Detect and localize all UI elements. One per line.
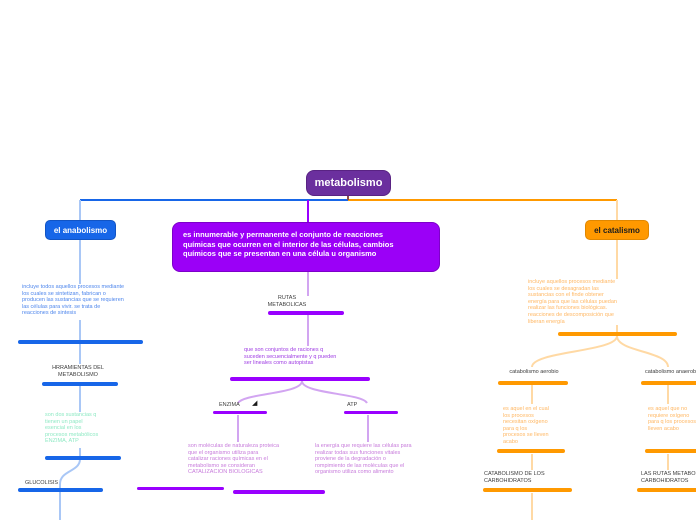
- atp-description-bar: [233, 490, 325, 494]
- atp-label-bar: [344, 411, 398, 414]
- anabolism-description[interactable]: incluye todos aquellos procesos mediante…: [22, 284, 125, 317]
- aerobic-label-bar: [498, 381, 568, 385]
- anaerobic-label[interactable]: catabolismo anaerobio: [645, 369, 696, 375]
- routes-label-bar: [268, 311, 344, 315]
- tools-description-bar: [45, 456, 121, 460]
- node-catalismo[interactable]: el catalismo: [585, 220, 649, 240]
- aerobic-description[interactable]: es aquel en el cual los procesos necesit…: [503, 406, 549, 445]
- aerobic-label[interactable]: catabolismo aerobio: [509, 369, 559, 375]
- aerobic-description-bar: [497, 449, 565, 453]
- enzima-description-bar: [137, 487, 224, 490]
- carbohydrate-catabolism-label[interactable]: CATABOLISMO DE LOS CARBOHIDRATOS: [484, 471, 545, 484]
- tools-label[interactable]: HRRAMIENTAS DEL METABOLISMO: [52, 365, 104, 378]
- anaerobic-description[interactable]: es aquel que no requiere oxígeno para q …: [648, 406, 696, 432]
- enzima-label-bar: [213, 411, 267, 414]
- routes-description[interactable]: que son conjuntos de raciones q suceden …: [244, 347, 337, 367]
- anabolism-branch-bar: [18, 340, 143, 344]
- anaerobic-description-bar: [645, 449, 696, 453]
- catabolism-branch-bar: [558, 332, 677, 336]
- node-anabolismo[interactable]: el anabolismo: [45, 220, 116, 240]
- catabolism-description[interactable]: incluye aquellos procesos mediante los c…: [528, 279, 617, 325]
- carbohydrate-catabolism-bar: [483, 488, 572, 492]
- tools-description[interactable]: son dos sustancias q tienen un papel ese…: [45, 412, 99, 445]
- routes-description-bar: [230, 377, 370, 381]
- carbohydrate-routes-label[interactable]: LAS RUTAS METABOLICAS CARBOHIDRATOS: [641, 471, 696, 484]
- definition-box[interactable]: es innumerable y permanente el conjunto …: [172, 222, 440, 272]
- atp-description[interactable]: la energía que requiere las células para…: [315, 443, 412, 476]
- anaerobic-label-bar: [641, 381, 696, 385]
- cursor-icon: ◢: [252, 400, 258, 407]
- atp-label[interactable]: ATP: [347, 402, 358, 408]
- glucolisis-bar: [18, 488, 103, 492]
- routes-label[interactable]: RUTAS METABOLICAS: [267, 295, 307, 308]
- root-node-metabolismo[interactable]: metabolismo: [306, 170, 391, 196]
- carbohydrate-routes-bar: [637, 488, 696, 492]
- enzima-description[interactable]: son moléculas de naturaleza proteica que…: [188, 443, 280, 476]
- tools-label-bar: [42, 382, 118, 386]
- glucolisis-label[interactable]: GLUCOLISIS: [25, 480, 59, 486]
- enzima-label[interactable]: ENZIMA: [219, 402, 240, 408]
